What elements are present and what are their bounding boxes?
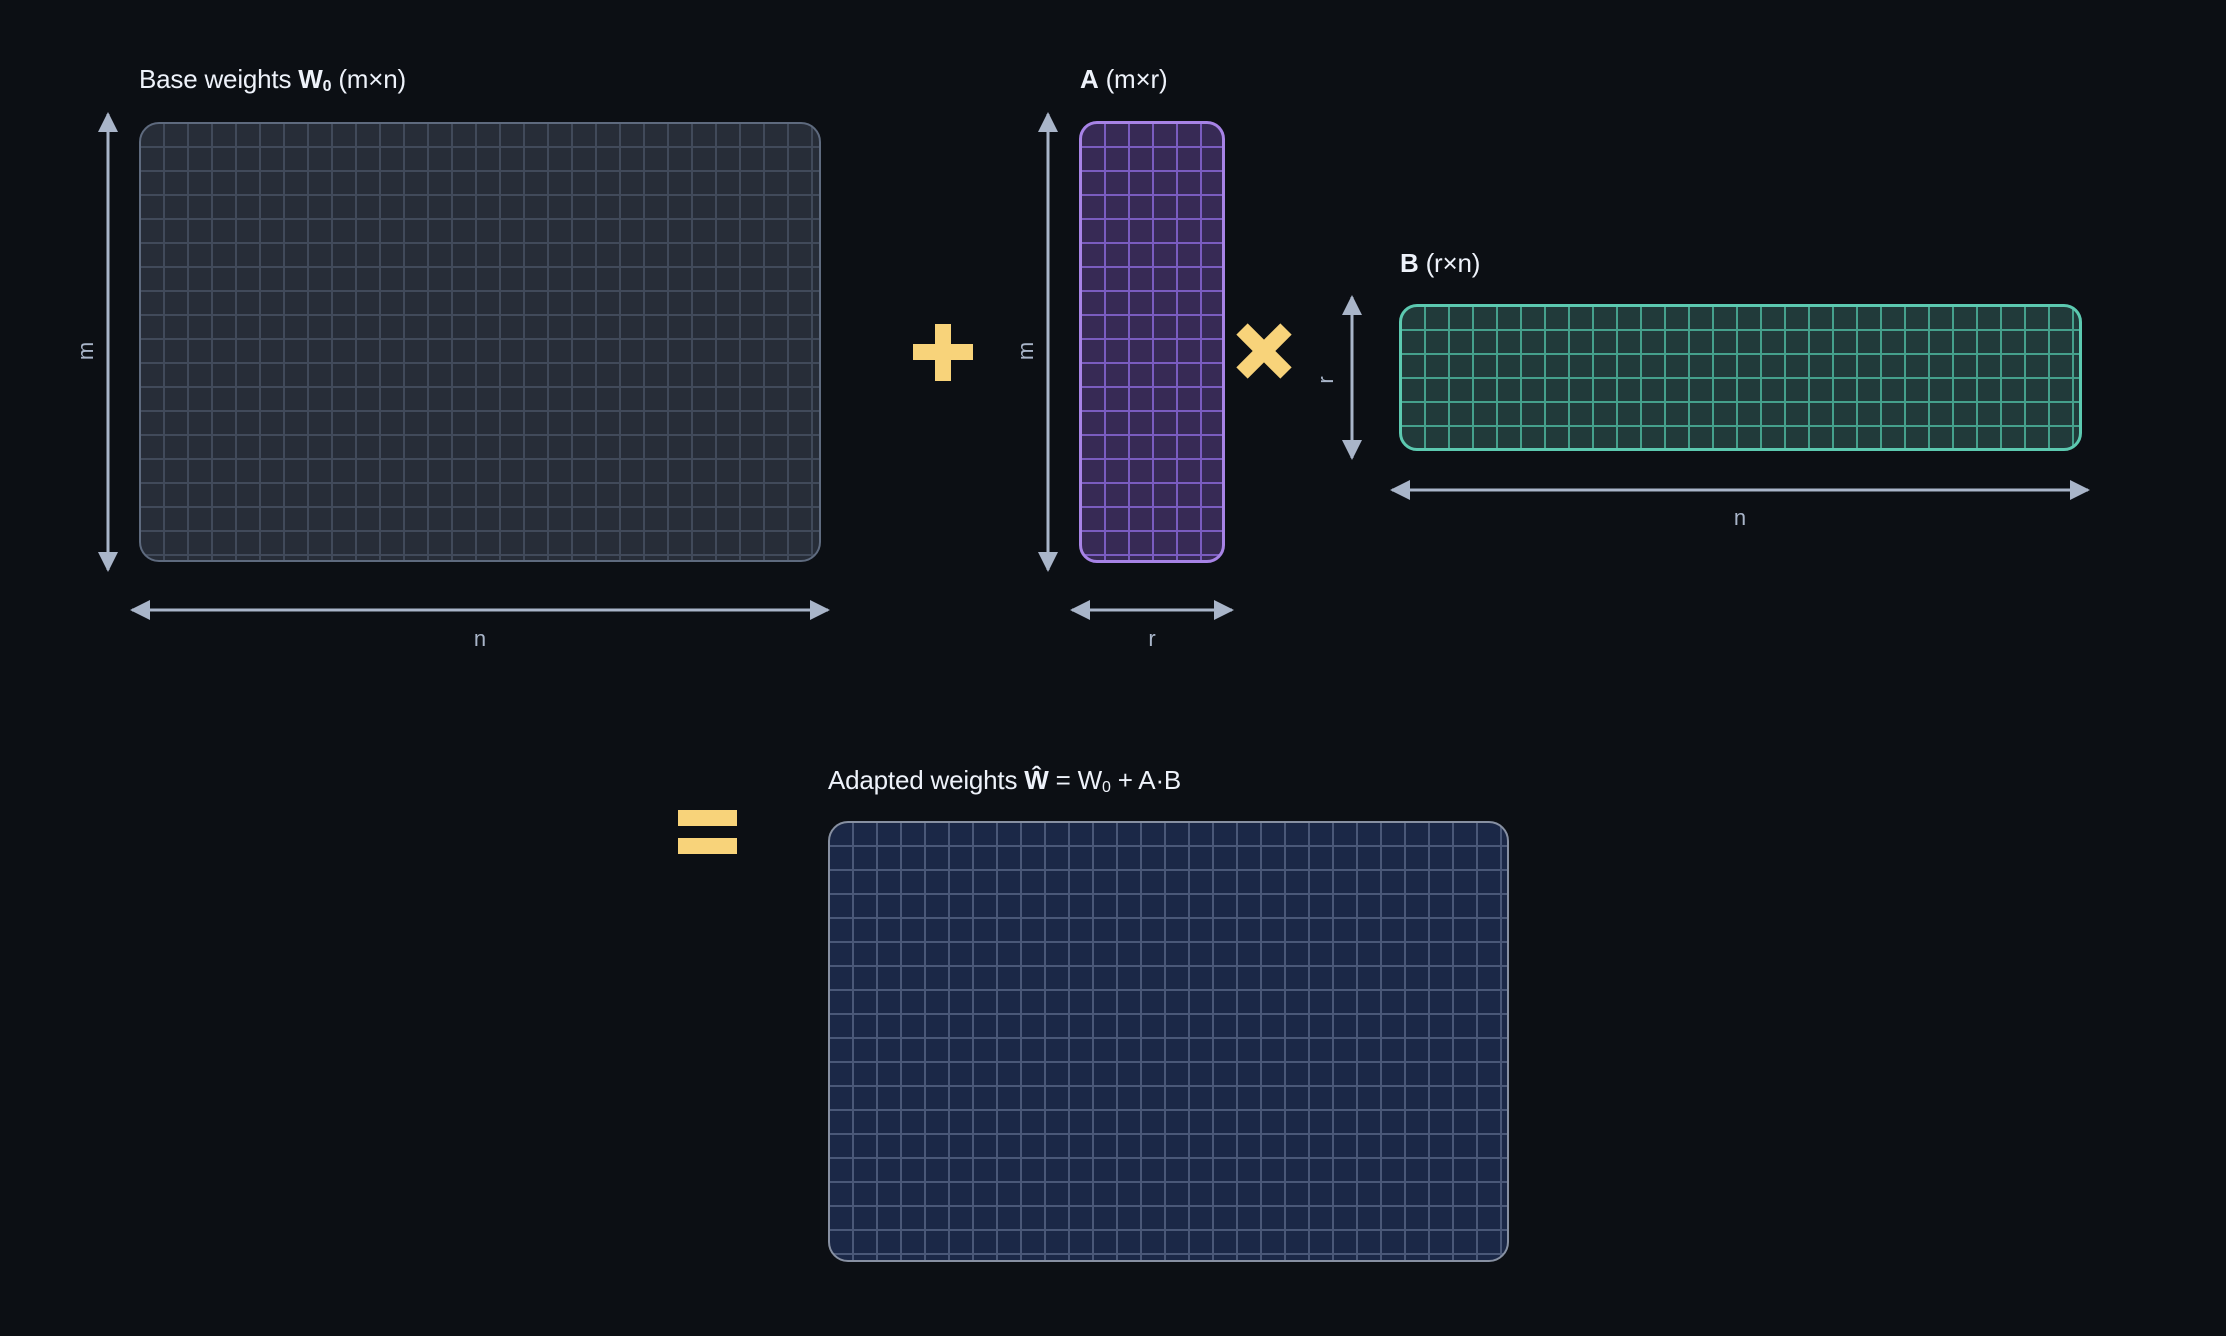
a-symbol: A [1080,64,1099,94]
a-matrix-title: A (m×r) [1080,64,1168,94]
output-title-prefix: Adapted weights [828,765,1025,795]
base-weights-matrix [139,122,821,562]
b-matrix-title: B (r×n) [1400,248,1480,278]
a-matrix [1079,121,1225,563]
output-formula-sub: 0 [1102,779,1111,796]
equals-operator-icon [678,810,737,854]
base-weights-title: Base weights W0 (m×n) [139,64,406,102]
base-shape: (m×n) [331,64,406,94]
base-width-label: n [473,626,487,651]
output-symbol: Ŵ [1024,765,1049,795]
base-height-label: m [73,341,98,361]
a-height-label: m [1013,341,1038,361]
adapted-weights-matrix [828,821,1509,1262]
base-title-prefix: Base weights [139,64,299,94]
b-matrix [1399,304,2082,451]
a-shape: (m×r) [1098,64,1168,94]
b-symbol: B [1400,248,1419,278]
plus-operator-icon [913,324,973,381]
b-height-label: r [1313,376,1338,384]
output-formula-rest: + A·B [1110,765,1182,795]
output-formula-eq: = W [1048,765,1103,795]
adapted-weights-title: Adapted weights Ŵ = W0 + A·B [828,765,1181,803]
base-symbol: W0 [298,64,332,95]
b-width-label: n [1733,505,1747,530]
b-shape: (r×n) [1418,248,1481,278]
multiply-operator-icon [1236,323,1292,379]
a-width-label: r [1148,626,1156,651]
